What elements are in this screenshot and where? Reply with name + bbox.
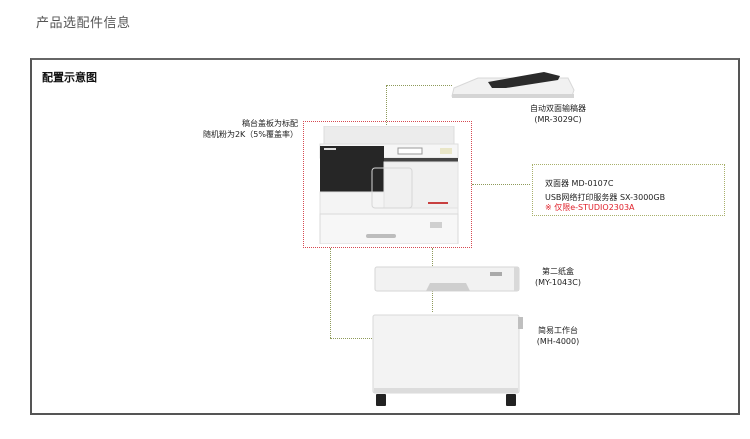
- paper-tray-model: (MY-1043C): [535, 278, 581, 287]
- paper-tray-label: 第二纸盒 (MY-1043C): [528, 266, 588, 288]
- duplexer-label: 双面器 MD-0107C: [545, 179, 614, 188]
- diagram-title: 配置示意图: [42, 71, 97, 84]
- main-unit-note-toner: 随机粉为2K（5%覆盖率）: [202, 130, 298, 139]
- adf-image: [448, 70, 578, 100]
- usb-print-server-label: USB网络打印服务器 SX-3000GB: [545, 193, 666, 202]
- paper-tray-image: [374, 266, 520, 292]
- main-unit-highlight: [303, 121, 472, 248]
- workstation-label: 简易工作台 (MH-4000): [528, 325, 588, 347]
- configuration-diagram-frame: 配置示意图: [30, 58, 740, 415]
- workstation-model: (MH-4000): [536, 337, 580, 346]
- internal-options-box: [532, 164, 725, 216]
- page-title: 产品选配件信息: [36, 16, 131, 31]
- adf-name: 自动双面输稿器: [530, 104, 586, 113]
- copier-image: [318, 125, 460, 245]
- internal-options-text: 双面器 MD-0107C USB网络打印服务器 SX-3000GB ※ 仅限e-…: [545, 178, 665, 212]
- model-restriction-note: ※ 仅限e-STUDIO2303A: [545, 203, 635, 212]
- main-unit-note-cover: 稿台盖板为标配: [242, 119, 298, 128]
- paper-tray-name: 第二纸盒: [542, 267, 574, 276]
- main-unit-notes: 稿台盖板为标配 随机粉为2K（5%覆盖率）: [190, 118, 298, 140]
- workstation-name: 简易工作台: [538, 326, 578, 335]
- workstation-image: [372, 314, 524, 408]
- adf-model: (MR-3029C): [534, 115, 582, 124]
- adf-label: 自动双面输稿器 (MR-3029C): [518, 103, 598, 125]
